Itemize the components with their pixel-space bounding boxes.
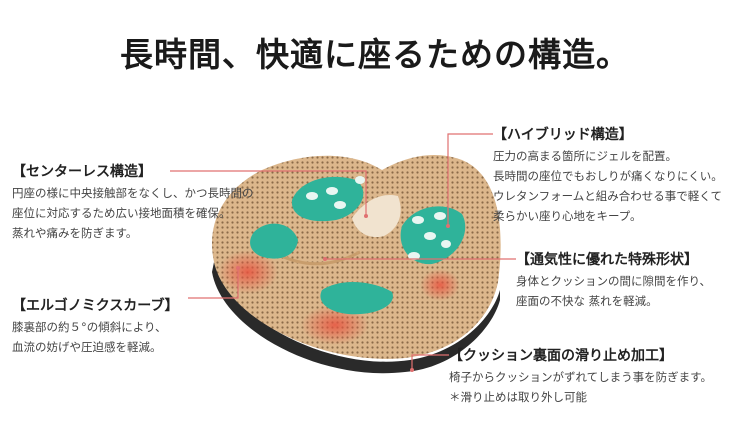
callout-ergonomic-curve: 【エルゴノミクスカーブ】 膝裏部の約５°の傾斜により、 血流の妨げや圧迫感を軽減… — [12, 295, 178, 357]
callout-centerless: 【センターレス構造】 円座の様に中央接触部をなくし、かつ長時間の 座位に対応する… — [12, 161, 254, 243]
callout-hybrid-line: 長時間の座位でもおしりが痛くなりにくい。 — [493, 169, 723, 183]
callout-hybrid-line: 柔らかい座り心地をキープ。 — [493, 209, 642, 223]
pressure-area-front — [301, 305, 369, 345]
callout-ergonomic-curve-line: 血流の妨げや圧迫感を軽減。 — [12, 340, 162, 354]
cushion-base — [212, 262, 500, 374]
page-title: 長時間、快適に座るための構造。 — [120, 35, 630, 74]
callout-ergonomic-curve-line: 膝裏部の約５°の傾斜により、 — [12, 320, 167, 334]
cushion-body — [212, 154, 501, 359]
callout-ventilation: 【通気性に優れた特殊形状】 身体とクッションの間に隙間を作り、 座面の不快な 蒸… — [516, 249, 711, 311]
pressure-area-right — [420, 269, 460, 301]
gel-pad-front — [320, 281, 393, 315]
callout-centerless-line: 円座の様に中央接触部をなくし、かつ長時間の — [12, 186, 254, 200]
gel-pad-left — [250, 223, 298, 259]
callout-ventilation-heading: 【通気性に優れた特殊形状】 — [516, 252, 698, 268]
callout-anti-slip-line: ＊滑り止めは取り外し可能 — [449, 390, 587, 404]
callout-anti-slip-heading: 【クッション裏面の滑り止め加工】 — [449, 348, 673, 364]
callout-hybrid-line: ウレタンフォームと組み合わせる事で軽くて — [493, 189, 722, 203]
callout-ventilation-line: 身体とクッションの間に隙間を作り、 — [516, 274, 712, 288]
cushion-center-channel — [352, 194, 401, 238]
callout-hybrid: 【ハイブリッド構造】 圧力の高まる箇所にジェルを配置。 長時間の座位でもおしりが… — [493, 124, 723, 226]
callout-centerless-heading: 【センターレス構造】 — [12, 164, 152, 180]
callout-hybrid-heading: 【ハイブリッド構造】 — [493, 127, 633, 143]
callout-centerless-line: 座位に対応するため広い接地面積を確保。 — [12, 206, 231, 220]
pressure-area-left — [218, 250, 278, 294]
callout-ventilation-line: 座面の不快な 蒸れを軽減。 — [516, 294, 658, 308]
callout-anti-slip-line: 椅子からクッションがずれてしまう事を防ぎます。 — [449, 370, 713, 384]
callout-centerless-line: 蒸れや痛みを防ぎます。 — [12, 226, 138, 240]
gel-pad-left-top — [291, 176, 364, 222]
callout-ergonomic-curve-heading: 【エルゴノミクスカーブ】 — [12, 298, 179, 314]
callout-anti-slip: 【クッション裏面の滑り止め加工】 椅子からクッションがずれてしまう事を防ぎます。… — [449, 345, 712, 407]
callout-hybrid-line: 圧力の高まる箇所にジェルを配置。 — [493, 149, 677, 163]
